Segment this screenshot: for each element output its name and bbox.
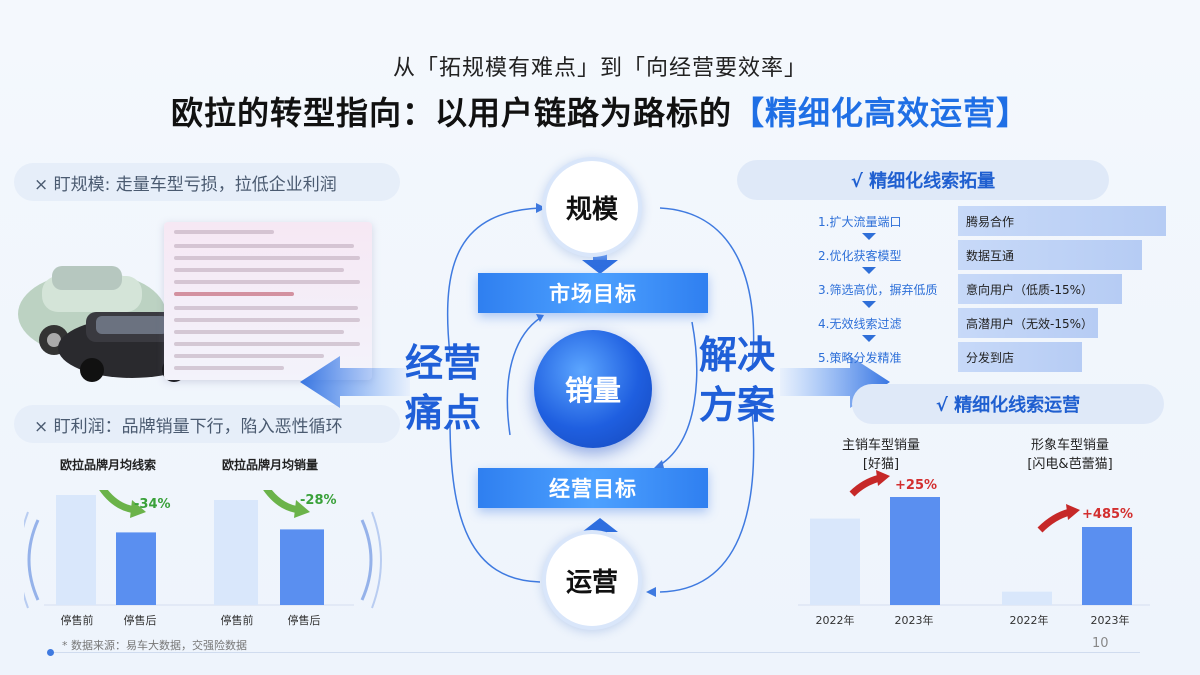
scale-circle: 规模	[542, 157, 642, 257]
solution-label: 解决 方案	[692, 330, 782, 430]
funnel-row: 2.优化获客模型 数据互通	[818, 240, 1142, 270]
chart3-bar-0	[810, 518, 860, 605]
business-goal-band: 经营目标	[478, 468, 708, 508]
pain-point-label-line2: 痛点	[404, 391, 481, 435]
chart4-bar-0	[1002, 591, 1052, 605]
up-arrow-icon	[849, 474, 881, 497]
funnel-step-bar: 腾易合作	[958, 206, 1166, 236]
funnel-down-icon	[862, 301, 876, 308]
chart3-title-line2: [好猫]	[862, 457, 900, 472]
funnel-down-icon	[862, 233, 876, 240]
chart1-xlabel-0: 停售前	[60, 614, 94, 627]
funnel-step-bar: 高潜用户（无效-15%）	[958, 308, 1098, 338]
chart1-title: 欧拉品牌月均线索	[60, 458, 157, 472]
chart4-xlabel-0: 2022年	[1009, 614, 1049, 627]
chart3-annotation: +25%	[895, 478, 938, 493]
chart1-annotation: -34%	[134, 497, 171, 512]
sales-core-circle: 销量	[534, 330, 652, 448]
funnel-step-bar: 分发到店	[958, 342, 1082, 372]
chart3-bar-1	[890, 497, 940, 605]
pain-point-pill-scale: × 盯规模: 走量车型亏损，拉低企业利润	[14, 163, 400, 201]
chart4-annotation: +485%	[1082, 507, 1134, 522]
chart1-bar-0	[56, 495, 96, 605]
funnel-row: 3.筛选高优，摒弃低质 意向用户（低质-15%）	[818, 274, 1122, 304]
funnel-row: 5.策略分发精准 分发到店	[818, 342, 1082, 372]
chart3-title: 主销车型销量 [好猫]	[826, 434, 936, 472]
funnel-step-label: 4.无效线索过滤	[818, 316, 902, 331]
chart2-xlabel-0: 停售前	[220, 614, 254, 627]
chart4-title-line1: 形象车型销量	[1030, 438, 1109, 453]
funnel-step-label: 5.策略分发精准	[818, 350, 902, 365]
chart1-bar-1	[116, 532, 156, 605]
chart3-xlabel-0: 2022年	[815, 614, 855, 627]
chart3-xlabel-1: 2023年	[894, 614, 934, 627]
solution-label-line2: 方案	[698, 383, 775, 427]
solution-pill-operate: √ 精细化线索运营	[852, 384, 1164, 424]
title-main: 欧拉的转型指向：以用户链路为路标的	[170, 94, 732, 132]
funnel-down-icon	[862, 335, 876, 342]
letter-screenshot	[164, 222, 372, 380]
funnel-step-label: 3.筛选高优，摒弃低质	[818, 282, 938, 297]
funnel-row: 4.无效线索过滤 高潜用户（无效-15%）	[818, 308, 1098, 338]
subtitle: 从「拓规模有难点」到「向经营要效率」	[392, 56, 807, 81]
footer-dot	[47, 649, 54, 656]
down-arrow-icon	[99, 490, 137, 514]
funnel-step-label: 1.扩大流量端口	[818, 214, 902, 229]
title-highlight: 【精细化高效运营】	[732, 94, 1030, 132]
chart2-bar-0	[214, 500, 258, 605]
funnel-step-label: 2.优化获客模型	[818, 248, 902, 263]
funnel-step-bar: 数据互通	[958, 240, 1142, 270]
chart3-title-line1: 主销车型销量	[841, 438, 920, 453]
pain-point-pill-profit: × 盯利润：品牌销量下行，陷入恶性循环	[14, 405, 400, 443]
chart1-xlabel-1: 停售后	[123, 614, 157, 627]
right-charts-svg	[798, 470, 1150, 606]
funnel-step-bar: 意向用户（低质-15%）	[958, 274, 1122, 304]
chart2-title: 欧拉品牌月均销量	[222, 458, 319, 472]
solution-label-line1: 解决	[698, 333, 775, 377]
operation-circle: 运营	[542, 530, 642, 630]
up-arrow-icon	[1037, 508, 1071, 533]
funnel-row: 1.扩大流量端口 腾易合作	[818, 206, 1166, 236]
market-goal-band: 市场目标	[478, 273, 708, 313]
chart4-bar-1	[1082, 527, 1132, 605]
data-source: * 数据来源：易车大数据，交强险数据	[62, 639, 247, 652]
chart2-bar-1	[280, 529, 324, 605]
page-title: 欧拉的转型指向：以用户链路为路标的【精细化高效运营】	[0, 88, 1200, 134]
chart4-title-line2: [闪电&芭蕾猫]	[1027, 457, 1113, 472]
chart2-annotation: -28%	[300, 493, 337, 508]
solution-pill-expand: √ 精细化线索拓量	[737, 160, 1109, 200]
pain-point-label: 经营 痛点	[398, 338, 488, 438]
page-number: 10	[1092, 636, 1109, 651]
pain-point-label-line1: 经营	[404, 341, 481, 385]
down-arrow-icon	[263, 490, 301, 514]
chart2-xlabel-1: 停售后	[287, 614, 321, 627]
left-charts-svg	[24, 490, 382, 609]
chart4-title: 形象车型销量 [闪电&芭蕾猫]	[1010, 434, 1130, 472]
footer-divider	[50, 652, 1140, 653]
funnel-down-icon	[862, 267, 876, 274]
chart4-xlabel-1: 2023年	[1090, 614, 1130, 627]
